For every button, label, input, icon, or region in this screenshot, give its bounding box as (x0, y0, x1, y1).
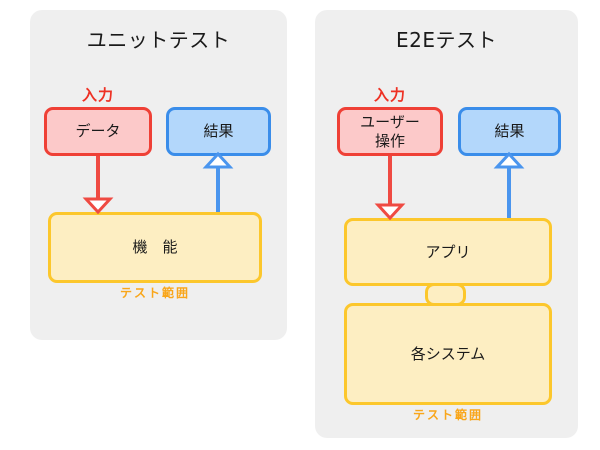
node-result-unit[interactable]: 結果 (166, 107, 271, 156)
node-function[interactable]: 機 能 (48, 212, 262, 283)
panel-e2e-test-title: E2Eテスト (396, 28, 497, 52)
scope-label-e2e: テスト範囲 (412, 408, 483, 422)
panel-unit-test: ユニットテスト (30, 10, 287, 340)
node-app[interactable]: アプリ (344, 218, 552, 286)
input-label-e2e: 入力 (373, 86, 406, 104)
scope-label-unit: テスト範囲 (119, 286, 190, 300)
node-user-action-line1: ユーザー (360, 112, 420, 131)
node-user-action[interactable]: ユーザー 操作 (337, 107, 443, 156)
panel-unit-test-title: ユニットテスト (86, 28, 231, 52)
input-label-unit: 入力 (81, 86, 114, 104)
node-user-action-line2: 操作 (374, 131, 405, 150)
node-result-e2e[interactable]: 結果 (458, 107, 561, 156)
node-systems[interactable]: 各システム (344, 303, 552, 405)
node-data[interactable]: データ (44, 107, 152, 156)
